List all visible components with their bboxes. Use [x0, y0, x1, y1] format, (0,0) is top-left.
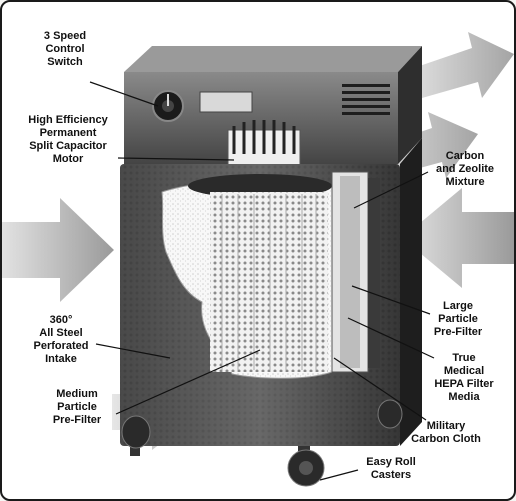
label-motor: High Efficiency Permanent Split Capacito…	[28, 114, 108, 165]
control-housing	[124, 46, 422, 164]
leader-hepa	[347, 317, 435, 359]
label-hepa: True Medical HEPA Filter Media	[434, 352, 494, 403]
leader-lines	[89, 81, 435, 481]
leader-large-prefilter	[351, 285, 431, 315]
label-casters: Easy Roll Casters	[366, 456, 416, 481]
label-medium-prefilter: Medium Particle Pre-Filter	[52, 388, 102, 426]
intake-arrow-right	[402, 188, 514, 288]
caster-front-right	[287, 446, 325, 487]
leader-carbon-cloth	[333, 357, 427, 421]
caster-front-left	[121, 415, 151, 456]
hepa-cylinder	[188, 174, 332, 372]
leader-casters	[319, 469, 359, 481]
intake-arrow-left-upper	[2, 198, 114, 302]
label-speed-switch: 3 Speed Control Switch	[43, 30, 87, 68]
exhaust-arrow-upper	[402, 32, 514, 102]
label-intake: 360° All Steel Perforated Intake	[33, 314, 89, 365]
leader-motor	[117, 157, 235, 161]
leader-medium-prefilter	[115, 349, 261, 415]
leader-carbon-zeolite	[353, 171, 429, 209]
leader-intake	[95, 343, 171, 359]
label-large-prefilter: Large Particle Pre-Filter	[433, 300, 483, 338]
carbon-canister	[331, 171, 380, 373]
speed-control-knob	[152, 90, 184, 122]
label-carbon-zeolite: Carbon and Zeolite Mixture	[435, 150, 495, 188]
leader-speed-switch	[89, 81, 159, 107]
caster-back-right	[377, 399, 403, 429]
label-carbon-cloth: Military Carbon Cloth	[411, 420, 481, 445]
